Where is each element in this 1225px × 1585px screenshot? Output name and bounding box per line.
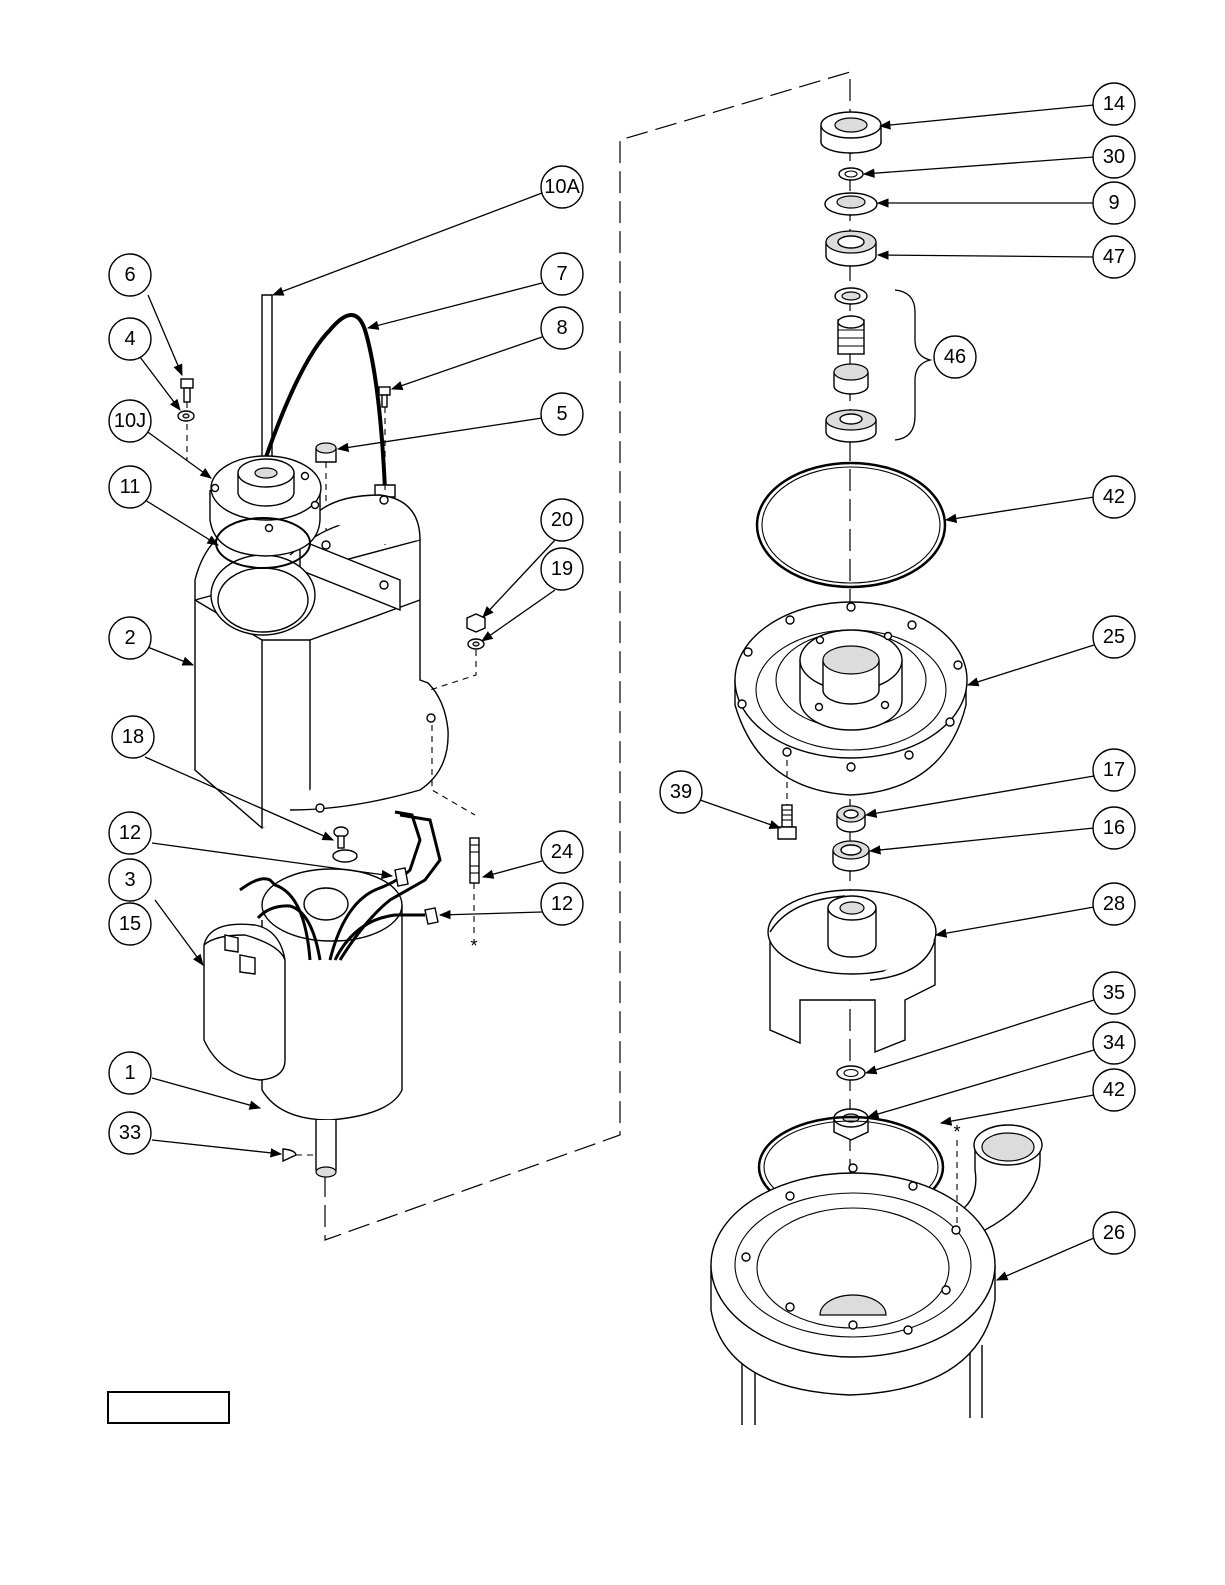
callout-17: 17: [1093, 749, 1135, 791]
callout-34: 34: [1093, 1022, 1135, 1064]
callout-30: 30: [1093, 136, 1135, 178]
svg-text:19: 19: [551, 558, 573, 580]
part-3-capacitor: [204, 924, 285, 1080]
callout-33: 33: [109, 1112, 151, 1154]
callout-14: 14: [1093, 83, 1135, 125]
svg-text:12: 12: [551, 893, 573, 915]
svg-text:10J: 10J: [114, 410, 146, 432]
svg-text:18: 18: [122, 726, 144, 748]
svg-text:14: 14: [1103, 93, 1125, 115]
part-47-bearing: [826, 231, 876, 266]
callout-6: 6: [109, 254, 151, 296]
callout-39: 39: [660, 771, 702, 813]
callout-7: 7: [541, 253, 583, 295]
part-4-washer: [178, 411, 194, 421]
blank-label-box: [108, 1392, 229, 1423]
callout-28: 28: [1093, 883, 1135, 925]
callout-12-upper: 12: [109, 812, 151, 854]
svg-text:16: 16: [1103, 817, 1125, 839]
part-28-impeller: [768, 890, 936, 1052]
svg-text:15: 15: [119, 913, 141, 935]
svg-text:4: 4: [124, 328, 135, 350]
callout-10J: 10J: [109, 400, 151, 442]
svg-text:34: 34: [1103, 1032, 1125, 1054]
callout-2: 2: [109, 617, 151, 659]
svg-text:11: 11: [120, 476, 141, 498]
callout-10A: 10A: [541, 166, 583, 208]
svg-text:7: 7: [556, 263, 567, 285]
svg-text:12: 12: [119, 822, 141, 844]
svg-text:1: 1: [124, 1062, 135, 1084]
callout-18: 18: [112, 716, 154, 758]
part-9-washer: [825, 193, 877, 215]
callout-16: 16: [1093, 807, 1135, 849]
part-14-cap-nut: [821, 112, 881, 153]
svg-text:26: 26: [1103, 1222, 1125, 1244]
callout-19: 19: [541, 548, 583, 590]
svg-text:42: 42: [1103, 1079, 1125, 1101]
svg-text:17: 17: [1103, 759, 1125, 781]
callout-11: 11: [109, 466, 151, 508]
part-35-washer: [837, 1066, 865, 1080]
svg-text:42: 42: [1103, 486, 1125, 508]
svg-text:3: 3: [124, 869, 135, 891]
svg-text:20: 20: [551, 509, 573, 531]
callout-15: 15: [109, 903, 151, 945]
svg-text:10A: 10A: [544, 176, 580, 198]
asterisk-right: *: [953, 1122, 960, 1142]
svg-text:30: 30: [1103, 146, 1125, 168]
callout-24: 24: [541, 831, 583, 873]
svg-text:33: 33: [119, 1122, 141, 1144]
callout-9: 9: [1093, 182, 1135, 224]
callout-1: 1: [109, 1052, 151, 1094]
part-16-sleeve: [833, 841, 869, 871]
part-42-oring-upper: [757, 463, 945, 587]
callout-3: 3: [109, 859, 151, 901]
part-34-nut: [834, 1109, 868, 1140]
svg-text:25: 25: [1103, 626, 1125, 648]
part-17-bearing: [837, 806, 865, 832]
svg-text:35: 35: [1103, 982, 1125, 1004]
svg-text:5: 5: [556, 403, 567, 425]
part-10J-cord-cap: [210, 456, 321, 556]
callout-25: 25: [1093, 616, 1135, 658]
part-20-nut: [467, 614, 485, 632]
svg-text:6: 6: [124, 264, 135, 286]
callout-46: 46: [934, 336, 976, 378]
svg-text:24: 24: [551, 841, 573, 863]
svg-text:2: 2: [124, 627, 135, 649]
svg-text:8: 8: [556, 317, 567, 339]
part-25-seal-plate: [735, 602, 967, 795]
part-30-ring: [839, 168, 863, 180]
asterisk-left: *: [470, 936, 477, 956]
callout-47: 47: [1093, 236, 1135, 278]
svg-text:28: 28: [1103, 893, 1125, 915]
callout-42-lower: 42: [1093, 1069, 1135, 1111]
callout-20: 20: [541, 499, 583, 541]
svg-text:46: 46: [944, 346, 966, 368]
svg-text:39: 39: [670, 781, 692, 803]
callout-4: 4: [109, 318, 151, 360]
part-33-cap: [283, 1149, 316, 1161]
callout-5: 5: [541, 393, 583, 435]
part-26-volute: [711, 1125, 1042, 1425]
callout-8: 8: [541, 307, 583, 349]
callout-35: 35: [1093, 972, 1135, 1014]
part-24-stud: [470, 838, 479, 935]
callout-42-upper: 42: [1093, 476, 1135, 518]
svg-text:47: 47: [1103, 246, 1125, 268]
part-46-seal-stack: [826, 288, 876, 442]
svg-text:9: 9: [1108, 192, 1119, 214]
bracket-46: [895, 290, 930, 440]
callout-12-lower: 12: [541, 883, 583, 925]
callout-26: 26: [1093, 1212, 1135, 1254]
part-18-screw: [333, 827, 357, 862]
